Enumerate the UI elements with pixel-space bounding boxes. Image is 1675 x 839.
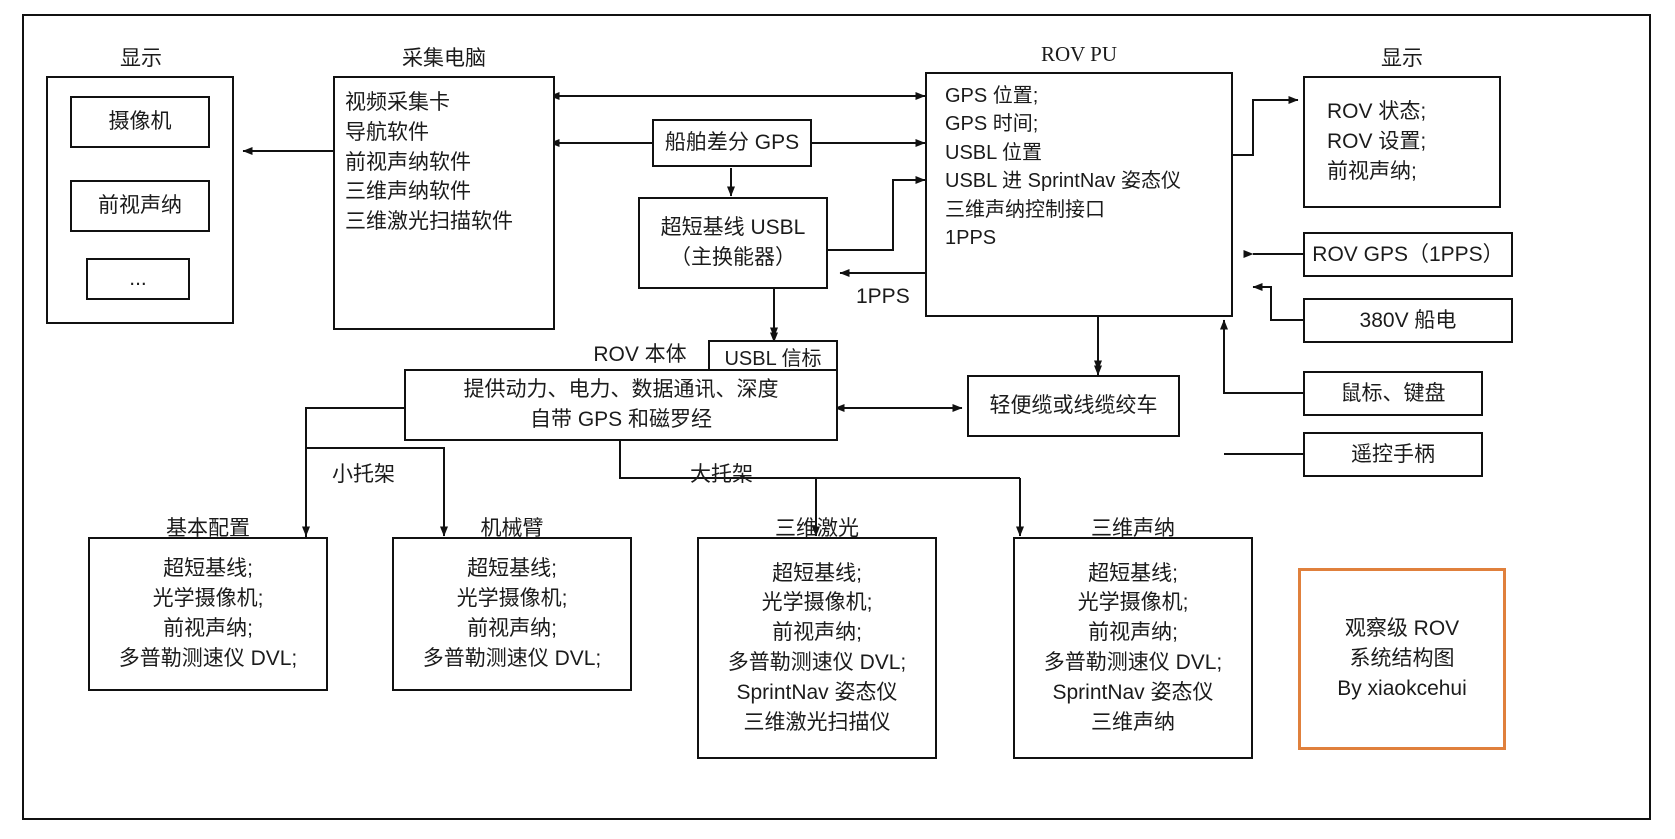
winch-label: 轻便缆或线缆绞车 <box>989 394 1158 418</box>
rov-pu-line-2: GPS 时间; <box>945 113 1039 136</box>
capture-computer-line-4: 三维声纳软件 <box>345 180 471 204</box>
display-item-forward-sonar-label: 前视声纳 <box>98 194 182 218</box>
display-right-box: ROV 状态; ROV 设置; 前视声纳; <box>1303 76 1501 208</box>
ship-differential-gps-box: 船舶差分 GPS <box>652 119 812 167</box>
config-1-caption: 基本配置 <box>166 517 250 540</box>
rov-pu-caption: ROV PU <box>1040 42 1118 66</box>
capture-computer-line-2: 导航软件 <box>345 120 429 144</box>
config-2-line-2: 光学摄像机; <box>456 587 568 611</box>
display-item-more-label: ... <box>129 267 147 291</box>
config-3-line-3: 前视声纳; <box>772 621 862 645</box>
usbl-line-2: （主换能器） <box>670 246 796 269</box>
ship-power-box: 380V 船电 <box>1303 298 1513 343</box>
usbl-beacon-label: USBL 信标 <box>724 347 822 370</box>
rov-gps-box: ROV GPS（1PPS） <box>1303 232 1513 277</box>
rov-body-caption: ROV 本体 <box>593 343 687 366</box>
usbl-transducer-box: 超短基线 USBL （主换能器） <box>638 197 828 289</box>
config-2-box: 超短基线; 光学摄像机; 前视声纳; 多普勒测速仪 DVL; <box>392 537 632 691</box>
remote-handle-label: 遥控手柄 <box>1351 442 1435 466</box>
big-rack-label: 大托架 <box>690 463 753 486</box>
rov-pu-box: GPS 位置; GPS 时间; USBL 位置 USBL 进 SprintNav… <box>925 72 1233 317</box>
display-item-more: ... <box>86 258 190 300</box>
mouse-keyboard-label: 鼠标、键盘 <box>1340 381 1446 405</box>
config-1-box: 超短基线; 光学摄像机; 前视声纳; 多普勒测速仪 DVL; <box>88 537 328 691</box>
display-right-line-3: 前视声纳; <box>1327 159 1417 183</box>
config-4-line-3: 前视声纳; <box>1088 621 1178 645</box>
config-2-line-3: 前视声纳; <box>467 617 557 640</box>
rov-pu-line-3: USBL 位置 <box>945 141 1043 164</box>
pps-edge-label: 1PPS <box>856 285 910 308</box>
config-2-caption: 机械臂 <box>480 517 544 540</box>
config-3-box: 超短基线; 光学摄像机; 前视声纳; 多普勒测速仪 DVL; SprintNav… <box>697 537 937 759</box>
config-4-caption: 三维声纳 <box>1091 517 1175 540</box>
config-2-line-1: 超短基线; <box>467 557 557 581</box>
display-left-caption: 显示 <box>120 47 162 70</box>
config-4-line-5: SprintNav 姿态仪 <box>1052 680 1214 704</box>
config-3-line-1: 超短基线; <box>772 561 862 585</box>
config-1-line-1: 超短基线; <box>163 557 253 581</box>
remote-handle-box: 遥控手柄 <box>1303 432 1483 477</box>
rov-pu-line-6: 1PPS <box>945 226 997 249</box>
capture-computer-line-1: 视频采集卡 <box>345 91 450 114</box>
rov-body-box: 提供动力、电力、数据通讯、深度 自带 GPS 和磁罗经 <box>404 369 838 441</box>
winch-box: 轻便缆或线缆绞车 <box>967 375 1180 437</box>
config-1-line-3: 前视声纳; <box>163 617 253 640</box>
small-rack-label: 小托架 <box>332 463 395 486</box>
ship-differential-gps-label: 船舶差分 GPS <box>664 131 800 155</box>
rov-pu-line-4: USBL 进 SprintNav 姿态仪 <box>945 170 1181 193</box>
legend-line-2: 系统结构图 <box>1349 647 1455 671</box>
config-1-line-4: 多普勒测速仪 DVL; <box>118 646 298 670</box>
mouse-keyboard-box: 鼠标、键盘 <box>1303 371 1483 416</box>
config-3-line-6: 三维激光扫描仪 <box>743 710 891 734</box>
display-right-line-1: ROV 状态; <box>1327 100 1427 124</box>
config-4-box: 超短基线; 光学摄像机; 前视声纳; 多普勒测速仪 DVL; SprintNav… <box>1013 537 1253 759</box>
config-4-line-1: 超短基线; <box>1088 561 1178 585</box>
config-4-line-4: 多普勒测速仪 DVL; <box>1043 651 1223 674</box>
rov-body-line-2: 自带 GPS 和磁罗经 <box>529 408 713 431</box>
legend-title-box: 观察级 ROV 系统结构图 By xiaokcehui <box>1298 568 1506 750</box>
rov-body-line-1: 提供动力、电力、数据通讯、深度 <box>463 378 779 402</box>
config-4-line-6: 三维声纳 <box>1091 710 1175 734</box>
display-item-camera: 摄像机 <box>70 96 210 148</box>
capture-computer-line-5: 三维激光扫描软件 <box>345 210 513 234</box>
display-item-forward-sonar: 前视声纳 <box>70 180 210 232</box>
config-1-line-2: 光学摄像机; <box>152 587 264 611</box>
legend-line-3: By xiaokcehui <box>1337 676 1467 700</box>
config-2-line-4: 多普勒测速仪 DVL; <box>422 646 602 670</box>
legend-line-1: 观察级 ROV <box>1344 617 1460 641</box>
display-right-caption: 显示 <box>1381 47 1423 70</box>
config-3-line-5: SprintNav 姿态仪 <box>736 680 898 704</box>
capture-computer-box: 视频采集卡 导航软件 前视声纳软件 三维声纳软件 三维激光扫描软件 <box>333 76 555 330</box>
display-item-camera-label: 摄像机 <box>108 110 172 134</box>
config-3-line-4: 多普勒测速仪 DVL; <box>727 651 907 674</box>
usbl-line-1: 超短基线 USBL <box>660 216 806 240</box>
capture-computer-line-3: 前视声纳软件 <box>345 150 471 174</box>
display-right-line-2: ROV 设置; <box>1327 130 1427 154</box>
rov-gps-label: ROV GPS（1PPS） <box>1312 242 1504 266</box>
rov-pu-line-1: GPS 位置; <box>945 85 1039 107</box>
ship-power-label: 380V 船电 <box>1359 308 1457 332</box>
config-3-caption: 三维激光 <box>775 517 859 540</box>
capture-computer-caption: 采集电脑 <box>402 47 486 70</box>
config-3-line-2: 光学摄像机; <box>761 591 873 615</box>
config-4-line-2: 光学摄像机; <box>1077 591 1189 615</box>
outer-frame <box>22 14 1651 820</box>
rov-pu-line-5: 三维声纳控制接口 <box>945 198 1105 221</box>
